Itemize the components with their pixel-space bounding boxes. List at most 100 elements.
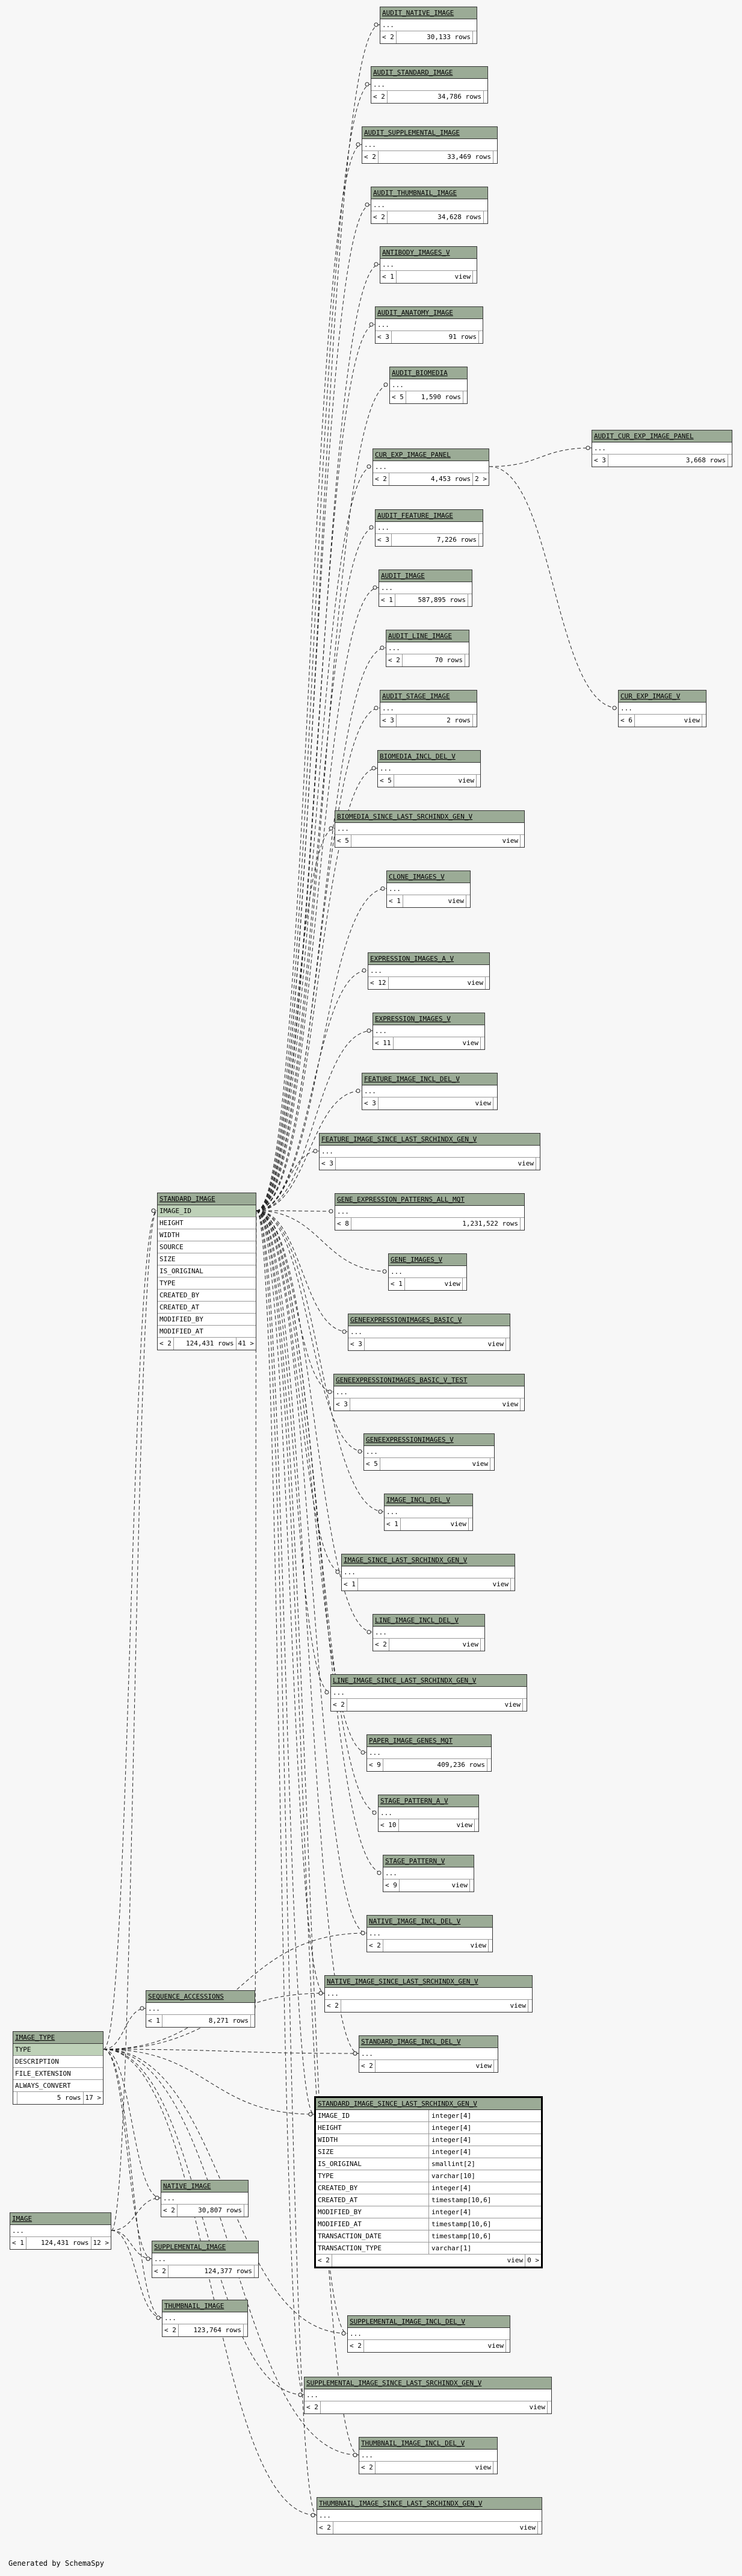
table-name[interactable]: AUDIT_ANATOMY_IMAGE: [376, 307, 483, 319]
parents-count[interactable]: < 2: [371, 211, 388, 223]
parents-count[interactable]: < 2: [367, 1940, 383, 1952]
table-name[interactable]: AUDIT_SUPPLEMENTAL_IMAGE: [362, 127, 497, 139]
table-name[interactable]: AUDIT_NATIVE_IMAGE: [380, 7, 477, 19]
parents-count[interactable]: < 2: [162, 2324, 179, 2336]
parents-count[interactable]: < 5: [390, 391, 406, 403]
children-count[interactable]: [511, 1578, 515, 1591]
table-name[interactable]: IMAGE: [10, 2213, 111, 2225]
parents-count[interactable]: < 3: [320, 1158, 336, 1170]
parents-count[interactable]: < 6: [619, 715, 635, 727]
children-count[interactable]: [487, 1759, 491, 1771]
table-name[interactable]: THUMBNAIL_IMAGE: [162, 2300, 247, 2312]
parents-count[interactable]: < 2: [386, 654, 403, 666]
table-name[interactable]: AUDIT_CUR_EXP_IMAGE_PANEL: [592, 430, 732, 442]
children-count[interactable]: [493, 1097, 497, 1110]
table-name[interactable]: AUDIT_THUMBNAIL_IMAGE: [371, 187, 487, 199]
parents-count[interactable]: < 2: [317, 2522, 333, 2534]
parents-count[interactable]: < 10: [379, 1819, 399, 1831]
parents-count[interactable]: < 2: [305, 2401, 321, 2413]
parents-count[interactable]: < 3: [362, 1097, 379, 1110]
table-feature-image-since-last-srchindx-gen-v[interactable]: FEATURE_IMAGE_SINCE_LAST_SRCHINDX_GEN_V.…: [319, 1133, 540, 1170]
children-count[interactable]: [477, 775, 480, 787]
table-name[interactable]: THUMBNAIL_IMAGE_INCL_DEL_V: [359, 2438, 497, 2450]
table-name[interactable]: ANTIBODY_IMAGES_V: [380, 247, 477, 259]
children-count[interactable]: [473, 271, 477, 283]
parents-count[interactable]: < 2: [380, 31, 397, 43]
children-count[interactable]: [255, 2265, 258, 2277]
parents-count[interactable]: < 1: [380, 271, 397, 283]
parents-count[interactable]: < 12: [368, 977, 389, 989]
table-name[interactable]: AUDIT_FEATURE_IMAGE: [376, 510, 483, 522]
children-count[interactable]: [473, 31, 477, 43]
table-name[interactable]: PAPER_IMAGE_GENES_MQT: [367, 1735, 491, 1747]
parents-count[interactable]: < 2: [362, 151, 379, 163]
table-name[interactable]: SEQUENCE_ACCESSIONS: [146, 1991, 255, 2003]
table-name[interactable]: GENE_EXPRESSION_PATTERNS_ALL_MQT: [335, 1194, 524, 1206]
children-count[interactable]: 2 >: [475, 475, 487, 483]
children-count[interactable]: [493, 2462, 497, 2474]
children-count[interactable]: [251, 2015, 255, 2027]
table-name[interactable]: EXPRESSION_IMAGES_V: [373, 1013, 484, 1025]
table-name[interactable]: FEATURE_IMAGE_SINCE_LAST_SRCHINDX_GEN_V: [320, 1134, 540, 1146]
children-count[interactable]: [493, 151, 497, 163]
children-count[interactable]: [479, 331, 483, 343]
children-count[interactable]: [479, 534, 483, 546]
parents-count[interactable]: < 2: [331, 1699, 347, 1711]
children-count[interactable]: [463, 391, 467, 403]
parents-count[interactable]: < 2: [348, 2340, 364, 2352]
children-count[interactable]: [465, 654, 469, 666]
children-count[interactable]: [484, 91, 487, 103]
table-biomedia-since-last-srchindx-gen-v[interactable]: BIOMEDIA_SINCE_LAST_SRCHINDX_GEN_V...< 5…: [335, 810, 525, 848]
children-count[interactable]: [521, 1218, 524, 1230]
children-count[interactable]: [702, 715, 706, 727]
table-name[interactable]: IMAGE_TYPE: [13, 2032, 103, 2044]
table-thumbnail-image-since-last-srchindx-gen-v[interactable]: THUMBNAIL_IMAGE_SINCE_LAST_SRCHINDX_GEN_…: [317, 2497, 542, 2534]
parents-count[interactable]: < 5: [364, 1458, 380, 1470]
table-line-image-since-last-srchindx-gen-v[interactable]: LINE_IMAGE_SINCE_LAST_SRCHINDX_GEN_V...<…: [330, 1674, 527, 1712]
table-name[interactable]: AUDIT_IMAGE: [379, 570, 472, 582]
parents-count[interactable]: < 5: [378, 775, 394, 787]
parents-count[interactable]: < 1: [389, 1278, 405, 1290]
children-count[interactable]: [244, 2324, 247, 2336]
table-native-image-since-last-srchindx-gen-v[interactable]: NATIVE_IMAGE_SINCE_LAST_SRCHINDX_GEN_V..…: [324, 1975, 533, 2013]
parents-count[interactable]: < 3: [376, 331, 392, 343]
children-count[interactable]: [481, 1037, 484, 1049]
children-count[interactable]: [489, 1940, 492, 1952]
parents-count[interactable]: < 9: [383, 1879, 400, 1892]
parents-count[interactable]: < 1: [379, 594, 395, 606]
parents-count[interactable]: < 2: [359, 2060, 376, 2072]
children-count[interactable]: [523, 1699, 527, 1711]
children-count[interactable]: [728, 455, 732, 467]
children-count[interactable]: 12 >: [93, 2239, 110, 2247]
parents-count[interactable]: < 2: [152, 2265, 168, 2277]
children-count[interactable]: [463, 1278, 466, 1290]
table-standard-image-since-last-srchindx-gen-v[interactable]: STANDARD_IMAGE_SINCE_LAST_SRCHINDX_GEN_V…: [314, 2096, 543, 2268]
children-count[interactable]: [481, 1639, 484, 1651]
table-name[interactable]: AUDIT_LINE_IMAGE: [386, 630, 469, 642]
table-name[interactable]: LINE_IMAGE_INCL_DEL_V: [373, 1615, 484, 1627]
children-count[interactable]: 17 >: [85, 2094, 102, 2102]
parents-count[interactable]: < 2: [158, 1338, 174, 1350]
parents-count[interactable]: < 2: [316, 2255, 332, 2267]
table-name[interactable]: LINE_IMAGE_SINCE_LAST_SRCHINDX_GEN_V: [331, 1675, 527, 1687]
table-name[interactable]: SUPPLEMENTAL_IMAGE: [152, 2241, 258, 2253]
